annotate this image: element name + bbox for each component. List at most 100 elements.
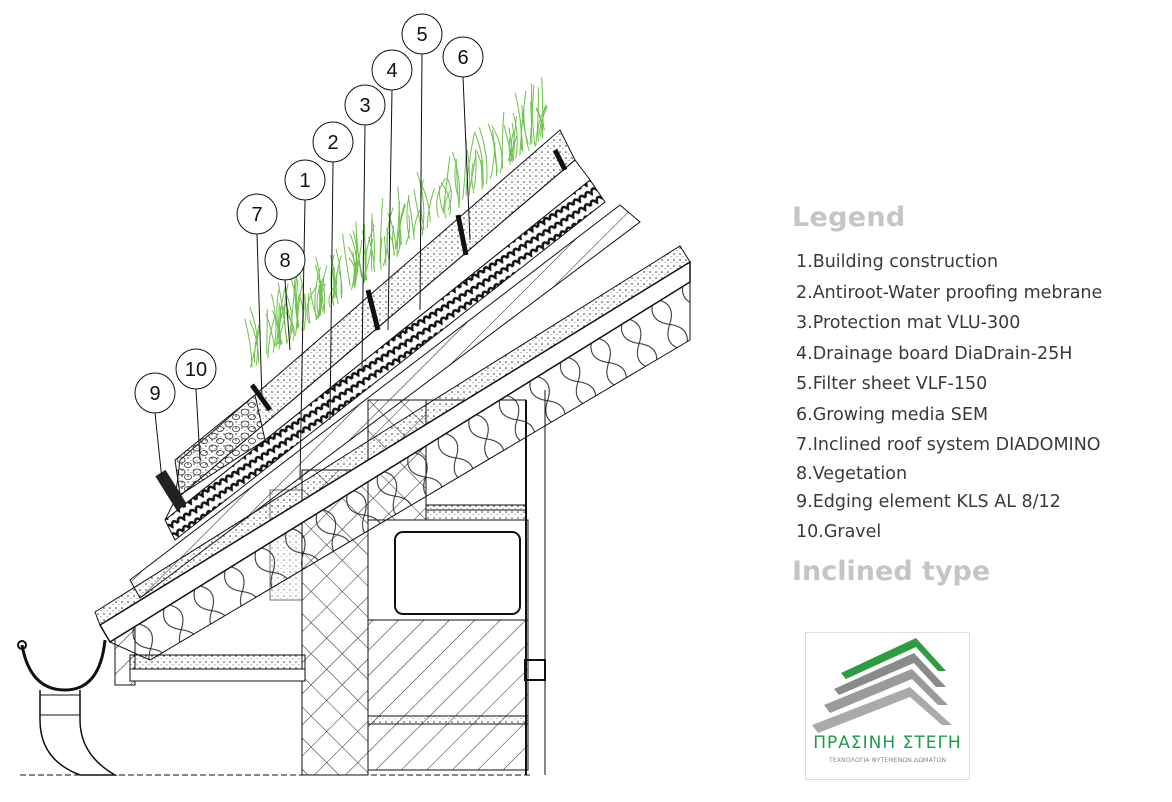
svg-text:6: 6 [457, 47, 468, 69]
grass-blade [353, 221, 358, 286]
grass-blade [487, 123, 498, 177]
eaves-soffit [114, 624, 306, 686]
grass-blade [473, 149, 477, 189]
grass-blade [535, 107, 544, 139]
grass-blade [501, 111, 505, 169]
grass-blade [318, 280, 323, 318]
grass-blade [413, 209, 421, 240]
grass-blade [278, 287, 286, 350]
grass-blade [320, 283, 327, 312]
grass-blade [405, 215, 411, 246]
callout-9: 9 [134, 372, 176, 414]
logo-subtitle: ΤΕΧΝΟΛΟΓΙΑ ΦΥΤΕΜΕΝΩΝ ΔΩΜΑΤΩΝ [828, 757, 947, 764]
legend-item: 8.Vegetation [796, 463, 908, 484]
roof-layers [94, 129, 691, 661]
grass-blade [362, 250, 367, 283]
grass-blade [276, 289, 281, 346]
grass-blade [422, 187, 431, 223]
grass-blade [335, 248, 342, 295]
grass-blade [307, 293, 311, 324]
grass-blade [383, 236, 387, 266]
grass-blade [253, 324, 260, 363]
grass-blade [444, 189, 452, 219]
legend-item: 9.Edging element KLS AL 8/12 [796, 491, 1061, 512]
grass-blade [397, 186, 401, 247]
grass-blade [330, 254, 335, 307]
grass-blade [507, 135, 518, 162]
company-logo: ΠΡΑΣΙΝΗ ΣΤΕΓΗ ΤΕΧΝΟΛΟΓΙΑ ΦΥΤΕΜΕΝΩΝ ΔΩΜΑΤ… [805, 632, 970, 780]
grass-blade [440, 182, 451, 216]
grass-blade [397, 222, 402, 254]
svg-text:1: 1 [299, 170, 310, 192]
grass-blade [277, 318, 285, 345]
grass-blade [289, 275, 296, 335]
svg-text:4: 4 [386, 60, 397, 82]
type-title: Inclined type [792, 555, 991, 587]
grass-blade [511, 123, 515, 163]
grass-blade [535, 108, 542, 137]
grass-blade [395, 201, 400, 250]
grass-blade [529, 84, 535, 145]
grass-blade [379, 198, 384, 263]
grass-blade [480, 160, 483, 190]
callout-2: 2 [312, 121, 354, 163]
grass-blade [250, 330, 260, 368]
grass-blade [386, 207, 394, 260]
svg-text:10: 10 [185, 359, 207, 381]
legend-item: 3.Protection mat VLU-300 [796, 313, 1021, 333]
grass-blade [244, 318, 253, 367]
legend-item: 2.Antiroot-Water proofing mebrane [796, 282, 1103, 303]
grass-blade [436, 177, 446, 218]
grass-blade [442, 156, 451, 214]
vegetation [244, 76, 548, 368]
roof-section-drawing: 1 2 3 4 5 6 7 8 9 10 [17, 13, 691, 776]
legend-item: 1.Building construction [796, 252, 999, 272]
grass-blade [387, 213, 397, 250]
grass-blade [351, 251, 355, 291]
legend-item: 6.Growing media SEM [796, 404, 989, 425]
svg-text:2: 2 [327, 132, 338, 154]
grass-blade [295, 282, 303, 336]
grass-blade [335, 255, 342, 305]
grass-blade [438, 185, 444, 212]
grass-blade [454, 164, 460, 200]
callout-6: 6 [442, 36, 484, 78]
building-logo-icon [812, 638, 952, 733]
grass-blade [267, 314, 276, 359]
grass-blade [370, 213, 373, 272]
grass-blade [491, 125, 503, 174]
legend-item: 4.Drainage board DiaDrain-25H [796, 343, 1073, 364]
grass-blade [413, 189, 424, 234]
grass-blade [314, 267, 321, 321]
grass-blade [342, 233, 351, 287]
grass-blade [521, 105, 529, 145]
grass-blade [407, 196, 415, 235]
grass-blade [508, 137, 511, 165]
legend-item: 5.Filter sheet VLF-150 [796, 374, 988, 394]
grass-blade [426, 188, 435, 229]
svg-text:3: 3 [359, 95, 370, 117]
grass-blade [309, 287, 319, 320]
grass-blade [316, 277, 324, 316]
grass-blade [380, 237, 383, 271]
callout-3: 3 [344, 84, 386, 126]
svg-text:9: 9 [149, 383, 160, 405]
grass-blade [537, 106, 548, 142]
svg-text:5: 5 [416, 24, 427, 46]
callout-8: 8 [264, 239, 306, 281]
grass-blade [349, 233, 358, 286]
grass-blade [466, 149, 471, 196]
grass-blade [512, 112, 518, 159]
grass-blade [489, 142, 496, 180]
grass-blade [266, 309, 268, 355]
grass-blade [338, 270, 343, 299]
grass-blade [538, 105, 548, 136]
callout-7: 7 [236, 193, 278, 235]
grass-blade [320, 265, 328, 316]
grass-blade [334, 267, 340, 299]
svg-text:8: 8 [279, 250, 290, 272]
callout-5: 5 [401, 13, 443, 55]
grass-blade [451, 151, 461, 207]
grass-blade [535, 87, 539, 147]
callout-1: 1 [284, 159, 326, 201]
